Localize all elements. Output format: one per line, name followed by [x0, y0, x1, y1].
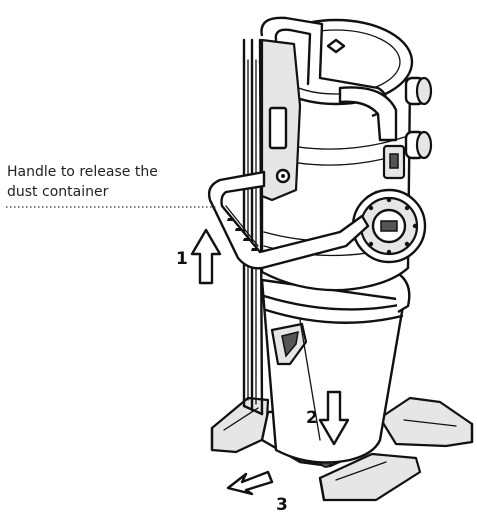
step-1-label: 1	[176, 249, 188, 269]
release-handle[interactable]	[207, 170, 370, 270]
callout-line-2: dust container	[7, 184, 109, 200]
control-panel	[260, 38, 302, 202]
side-connector-top	[404, 76, 433, 106]
release-handle-callout: Handle to release the dust container	[7, 162, 158, 202]
rear-rail	[242, 38, 264, 416]
step-2-label: 2	[306, 408, 318, 428]
callout-line-1: Handle to release the	[7, 164, 158, 180]
top-carry-handle	[260, 16, 398, 142]
dust-container	[260, 268, 411, 464]
down-arrow-icon	[318, 390, 350, 446]
up-arrow-icon	[190, 228, 222, 285]
side-connector-bottom	[404, 130, 433, 160]
step-3-label: 3	[276, 495, 288, 515]
hose-inlet	[351, 188, 427, 264]
diagonal-arrow-icon	[226, 470, 274, 496]
